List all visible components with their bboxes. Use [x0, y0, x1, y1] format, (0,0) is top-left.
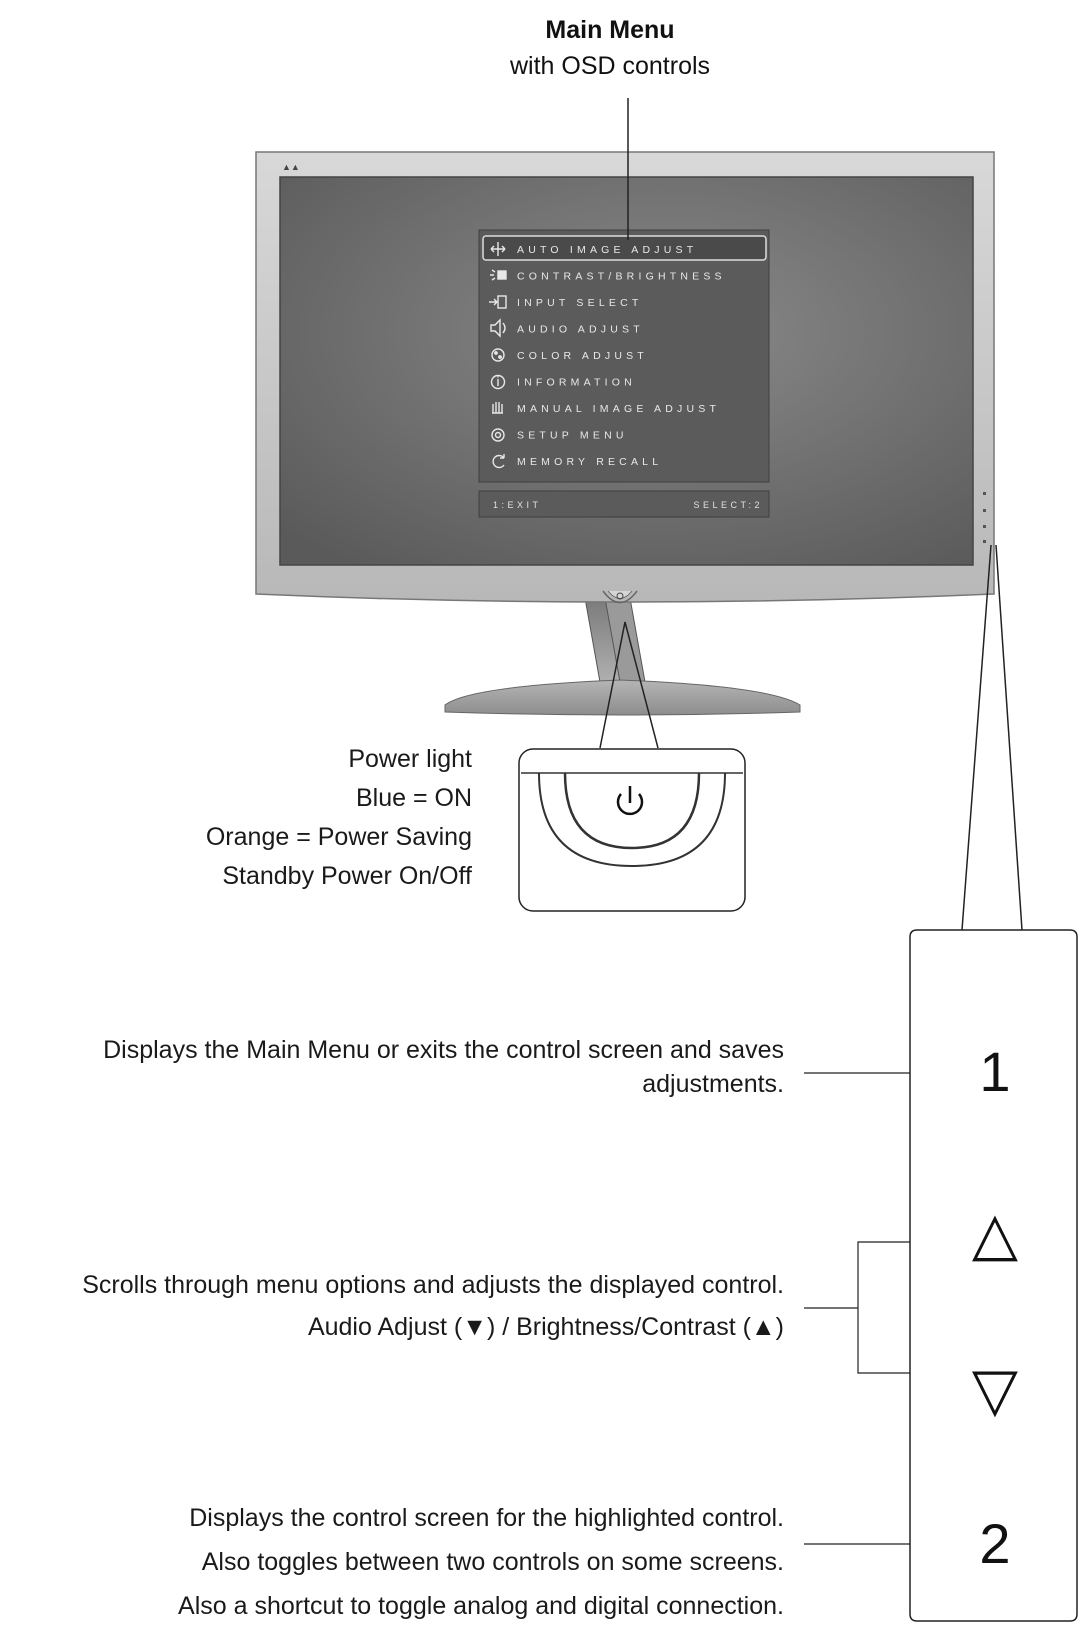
palette-icon: [491, 348, 505, 362]
brightness-icon: [490, 269, 507, 281]
osd-menu-item[interactable]: CONTRAST/BRIGHTNESS: [517, 271, 726, 283]
power-zoom-lines: [599, 621, 659, 749]
button-down-arrow-icon[interactable]: ▽: [971, 1356, 1019, 1423]
osd-selection-highlight: [482, 235, 767, 261]
power-light-line: Power light: [348, 745, 472, 773]
main-menu-subtitle: with OSD controls: [509, 52, 711, 80]
side-button-down-icon: [983, 525, 986, 528]
osd-footer-exit: 1:EXIT: [493, 500, 542, 510]
input-icon: [489, 295, 507, 309]
button-up-arrow-icon[interactable]: △: [971, 1200, 1019, 1267]
button-1-description: Displays the Main Menu or exits the cont…: [10, 1033, 784, 1101]
power-zoom-outer-arc: [538, 772, 726, 868]
osd-menu-item[interactable]: AUTO IMAGE ADJUST: [517, 244, 697, 256]
side-button-2-icon: [983, 540, 986, 543]
stand-base: [444, 679, 801, 716]
button-panel-zoom-lines: [961, 544, 1023, 931]
power-light-callout: Power light Blue = ON Orange = Power Sav…: [120, 740, 472, 896]
button-2-description: Displays the control screen for the high…: [0, 1496, 784, 1628]
crosshair-arrows-icon: [490, 242, 506, 256]
side-button-up-icon: [983, 509, 986, 512]
osd-menu-item[interactable]: INFORMATION: [517, 377, 636, 389]
button-1[interactable]: 1: [979, 1040, 1011, 1103]
osd-menu-item[interactable]: AUDIO ADJUST: [517, 324, 644, 336]
recall-icon: [492, 454, 505, 469]
osd-menu-panel: [478, 229, 770, 483]
osd-footer-select: SELECT:2: [693, 500, 763, 510]
main-menu-title: Main Menu: [545, 16, 675, 44]
arrows-line-2: Audio Adjust (▼) / Brightness/Contrast (…: [307, 1313, 784, 1341]
osd-menu-item[interactable]: SETUP MENU: [517, 430, 628, 442]
speaker-icon: [490, 318, 506, 338]
gear-icon: [491, 428, 505, 442]
osd-menu-item[interactable]: MANUAL IMAGE ADJUST: [517, 403, 720, 415]
bezel-power-button-icon: [602, 590, 638, 604]
button-2-line-1: Displays the control screen for the high…: [189, 1504, 784, 1532]
button-panel-outline: [909, 929, 1078, 1622]
side-button-1-icon: [983, 492, 986, 495]
button-2-line-2: Also toggles between two controls on som…: [201, 1548, 784, 1576]
arrows-leader-bracket: [804, 1241, 910, 1374]
button-1-line-1: Displays the Main Menu or exits the cont…: [103, 1036, 784, 1064]
osd-menu-item[interactable]: MEMORY RECALL: [517, 456, 662, 468]
power-symbol-icon: [616, 786, 644, 816]
osd-menu-item[interactable]: COLOR ADJUST: [517, 350, 648, 362]
button-1-line-2: adjustments.: [642, 1070, 784, 1098]
power-zoom-box: [518, 748, 746, 912]
power-blue-line: Blue = ON: [355, 784, 472, 812]
power-standby-line: Standby Power On/Off: [222, 862, 472, 890]
power-zoom-inner-arc: [563, 772, 701, 850]
osd-footer-panel: [478, 490, 770, 518]
osd-menu-item[interactable]: INPUT SELECT: [517, 297, 642, 309]
arrows-line-1: Scrolls through menu options and adjusts…: [82, 1271, 784, 1299]
brand-logo-icon: ▲▲: [282, 162, 300, 172]
info-icon: [490, 374, 506, 390]
hand-icon: [492, 402, 503, 414]
main-menu-callout: Main Menu with OSD controls: [470, 12, 750, 84]
power-orange-line: Orange = Power Saving: [205, 823, 472, 851]
button-2[interactable]: 2: [979, 1512, 1011, 1575]
arrows-description: Scrolls through menu options and adjusts…: [0, 1264, 784, 1348]
button-2-line-3: Also a shortcut to toggle analog and dig…: [178, 1592, 784, 1620]
